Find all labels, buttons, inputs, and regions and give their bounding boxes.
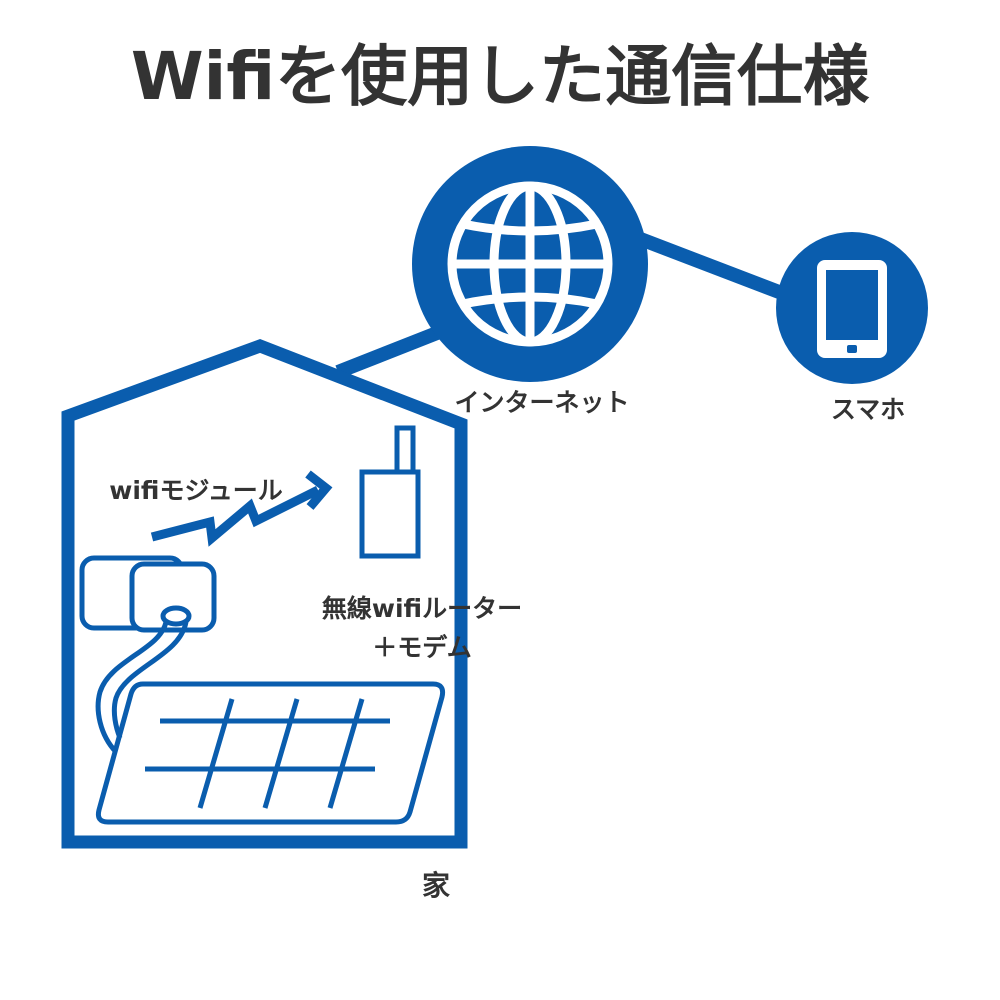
internet-smartphone-link <box>627 228 803 307</box>
house-icon <box>61 339 468 849</box>
solar-panel-icon <box>95 681 446 825</box>
smartphone-label: スマホ <box>831 395 905 424</box>
wifi-module-label: wifiモジュール <box>109 476 282 505</box>
router-icon <box>359 425 421 559</box>
signal-zigzag-icon <box>150 470 333 547</box>
house-label: 家 <box>422 869 450 902</box>
internet-label: インターネット <box>454 388 629 417</box>
globe-icon <box>412 146 648 382</box>
router-label-line1: 無線wifiルーター <box>322 594 522 623</box>
tablet-icon <box>776 232 928 384</box>
wifi-module-icon <box>79 555 217 754</box>
diagram-title: Wifiを使用した通信仕様 <box>131 38 870 115</box>
router-label-line2: ＋モデム <box>372 633 472 662</box>
